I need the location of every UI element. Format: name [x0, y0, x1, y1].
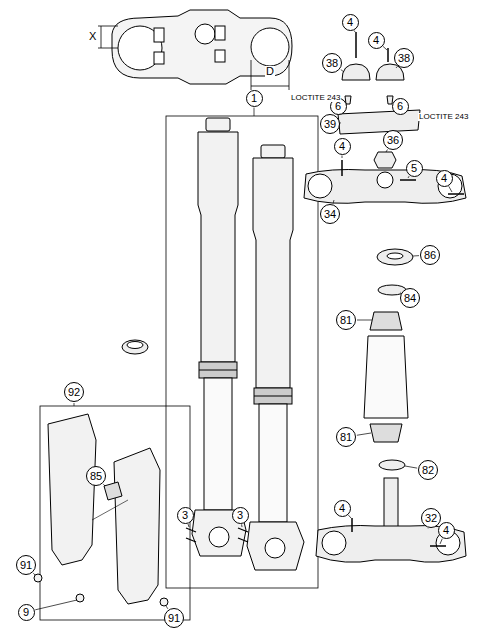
- leader-line: [188, 524, 190, 527]
- callout-number: 4: [368, 32, 385, 49]
- callout-text: 4: [339, 503, 345, 514]
- callout-text: 82: [422, 465, 434, 476]
- callout-text: 81: [340, 432, 352, 443]
- callout-number: 4: [342, 14, 359, 31]
- callout-number: 6: [392, 98, 409, 115]
- callout-text: 3: [182, 510, 188, 521]
- callout-number: 38: [322, 53, 342, 73]
- callout-text: 84: [404, 293, 416, 304]
- callout-number: 38: [394, 48, 414, 68]
- callout-number: 91: [16, 555, 36, 575]
- callout-text: 91: [20, 560, 32, 571]
- leader-line: [333, 200, 335, 203]
- callout-number: 4: [436, 170, 453, 187]
- leader-line: [241, 524, 242, 527]
- note-label: LOCTITE 243: [290, 94, 341, 102]
- callout-number: 81: [336, 427, 356, 447]
- callout-number: 5: [406, 160, 423, 177]
- leader-line: [254, 108, 255, 117]
- leader-line: [413, 255, 419, 256]
- callout-number: 36: [383, 130, 403, 150]
- callout-text: 3: [237, 510, 243, 521]
- leader-line: [74, 403, 75, 406]
- callout-number: 92: [64, 382, 84, 402]
- callout-text: 34: [324, 209, 336, 220]
- leader-line: [342, 156, 343, 159]
- callout-text: 4: [441, 173, 447, 184]
- leader-line: [103, 484, 105, 486]
- dimension-label: X: [88, 31, 97, 42]
- callout-text: 1: [251, 93, 257, 104]
- callout-text: 92: [68, 387, 80, 398]
- leader-line: [354, 30, 356, 32]
- callout-number: 34: [320, 204, 340, 224]
- leader-line: [396, 67, 397, 68]
- callout-number: 3: [232, 507, 249, 524]
- leader-line: [357, 320, 372, 321]
- callout-text: 4: [373, 35, 379, 46]
- callout-number: 4: [438, 522, 455, 539]
- leader-line: [449, 186, 452, 192]
- callout-number: 82: [418, 460, 438, 480]
- dimension-label: D: [265, 66, 275, 77]
- callout-text: 4: [443, 525, 449, 536]
- callout-text: 39: [324, 119, 336, 130]
- callout-number: 39: [320, 114, 340, 134]
- callout-text: 36: [387, 135, 399, 146]
- callout-text: 38: [398, 53, 410, 64]
- callout-number: 81: [336, 310, 356, 330]
- leader-line: [386, 150, 387, 152]
- leader-line: [33, 573, 35, 575]
- callout-text: 6: [335, 101, 341, 112]
- callout-text: 4: [339, 141, 345, 152]
- callout-text: 85: [90, 471, 102, 482]
- leader-line: [383, 46, 387, 50]
- callout-number: 3: [177, 507, 194, 524]
- callout-text: 5: [411, 163, 417, 174]
- callout-text: 6: [397, 101, 403, 112]
- leader-line: [408, 176, 409, 178]
- callout-number: 1: [246, 90, 263, 107]
- leader-line: [341, 70, 344, 72]
- callout-number: 85: [86, 466, 106, 486]
- callout-number: 84: [400, 288, 420, 308]
- callout-text: 91: [168, 613, 180, 624]
- note-label: LOCTITE 243: [418, 113, 469, 121]
- callout-number: 9: [18, 604, 35, 621]
- leader-line: [357, 433, 371, 435]
- callout-number: 4: [334, 500, 351, 517]
- callout-number: 91: [164, 608, 184, 628]
- callout-text: 32: [425, 513, 437, 524]
- callout-text: 9: [23, 607, 29, 618]
- callout-number: 32: [421, 508, 441, 528]
- leader-line: [440, 539, 442, 544]
- leader-line: [35, 600, 77, 610]
- callout-text: 86: [424, 250, 436, 261]
- callout-text: 4: [347, 17, 353, 28]
- leader-line: [166, 606, 168, 609]
- leader-line: [428, 528, 429, 529]
- callout-text: 81: [340, 315, 352, 326]
- callout-number: 4: [334, 138, 351, 155]
- leader-line: [405, 466, 417, 468]
- leader-line: [348, 515, 351, 518]
- callout-text: 38: [326, 58, 338, 69]
- callout-number: 86: [420, 245, 440, 265]
